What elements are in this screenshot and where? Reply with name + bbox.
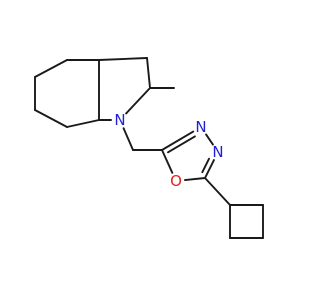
molecule-structure-diagram: N N N O: [34, 57, 264, 239]
bond-line-6: [98, 57, 148, 61]
atom-label-o-oxadiazole: O: [170, 172, 182, 190]
bond-line-15-inner: [201, 157, 211, 174]
bond-line-13-inner: [167, 135, 196, 154]
bond-line-13: [161, 130, 195, 151]
atom-labels: N N N O: [114, 111, 223, 190]
atom-label-n-oxadiazole-right: N: [212, 143, 223, 161]
bond-line-8: [125, 87, 151, 115]
bond-line-16: [184, 177, 206, 182]
bond-line-7: [146, 57, 151, 89]
atom-label-n-oxadiazole-top: N: [195, 118, 206, 136]
bond-lines: [34, 57, 264, 239]
bond-line-11: [122, 127, 134, 151]
bond-line-3: [66, 119, 100, 128]
bond-line-0: [34, 59, 68, 78]
bond-line-17: [161, 149, 174, 174]
bond-line-15: [204, 159, 215, 179]
bond-line-18: [204, 177, 231, 206]
atom-label-n-indoline: N: [114, 111, 125, 129]
bond-line-14: [205, 133, 214, 146]
bond-line-4: [34, 109, 68, 128]
